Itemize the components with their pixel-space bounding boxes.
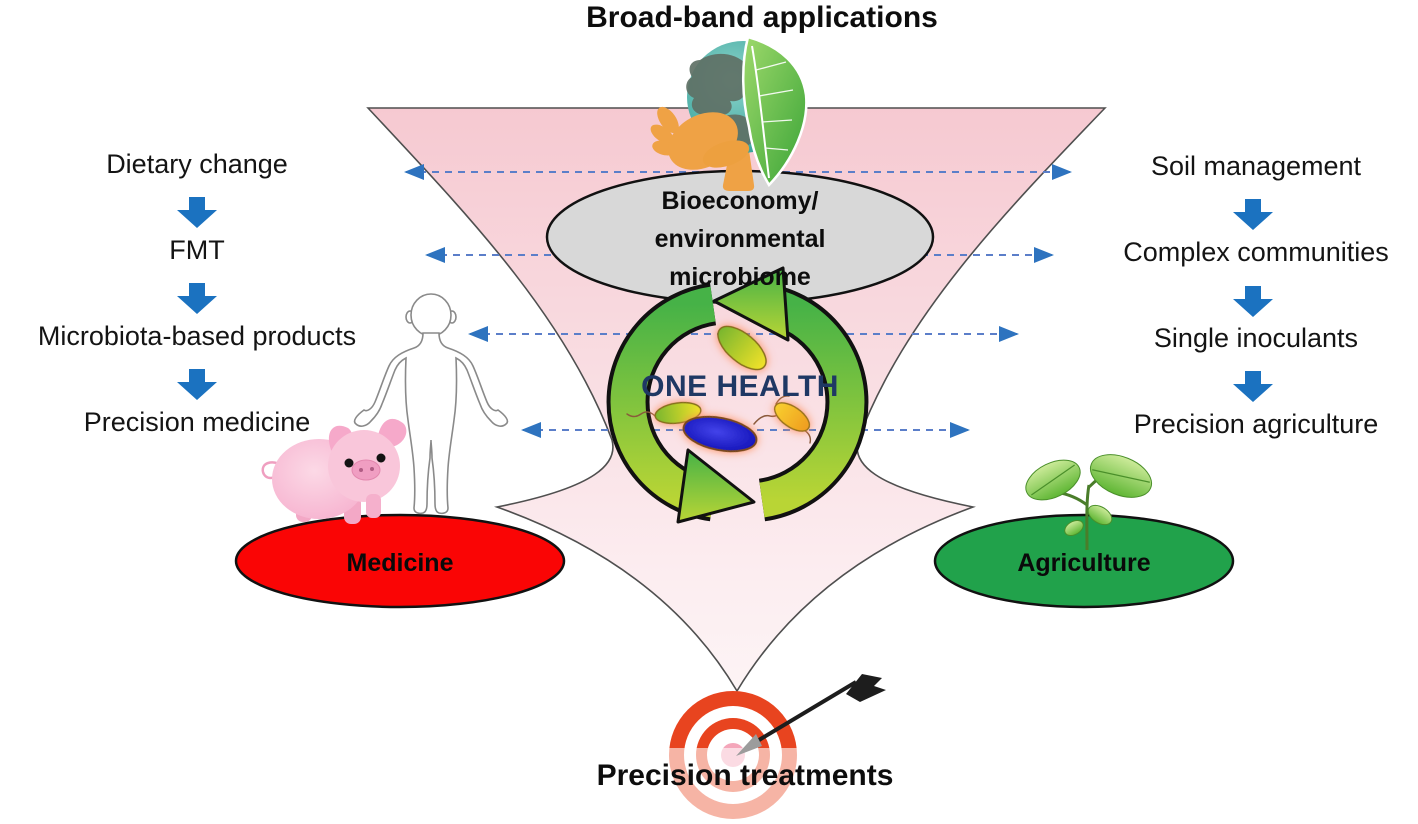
agriculture-ellipse (933, 513, 1235, 609)
right-flow-column: Soil management Complex communities Sing… (1094, 0, 1418, 460)
seedling-icon (1025, 454, 1153, 551)
bioeconomy-label-line1: Bioeconomy/ (661, 187, 819, 215)
bottom-label: Precision treatments (596, 759, 894, 792)
medicine-ellipse (234, 513, 566, 609)
target-with-dart-icon (666, 674, 886, 824)
bioeconomy-label: Bioeconomy/ environmental microbiome (590, 182, 890, 296)
flow-item-precision-medicine: Precision medicine (83, 407, 311, 437)
globe-leaf-in-hand-icon (650, 35, 808, 191)
human-outline-icon (353, 293, 509, 515)
agriculture-label: Agriculture (1017, 549, 1151, 577)
medicine-label: Medicine (346, 549, 454, 577)
bioeconomy-label-line2: environmental (654, 225, 826, 253)
flow-item-single-inoculants: Single inoculants (1153, 323, 1359, 353)
flow-item-fmt: FMT (169, 235, 225, 265)
bioeconomy-label-line3: microbiome (669, 263, 811, 291)
bacteria-icons (626, 325, 812, 453)
flow-item-dietary-change: Dietary change (106, 149, 288, 179)
flow-item-complex-communities: Complex communities (1123, 237, 1389, 267)
pig-icon (261, 418, 407, 524)
flow-item-microbiota-products: Microbiota-based products (37, 321, 357, 351)
diagram-title: Broad-band applications (586, 1, 938, 34)
left-flow-column: Dietary change FMT Microbiota-based prod… (0, 0, 394, 460)
recycle-cycle-arrows-icon (606, 266, 869, 524)
flow-item-precision-agriculture: Precision agriculture (1133, 409, 1379, 439)
flow-item-soil-management: Soil management (1150, 151, 1362, 181)
one-health-label: ONE HEALTH (641, 370, 839, 403)
